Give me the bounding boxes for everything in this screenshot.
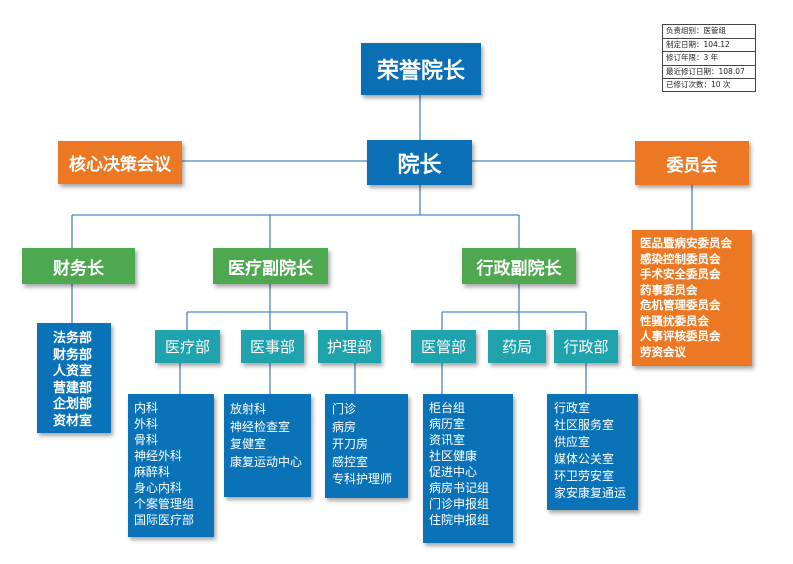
committee-item: 药事委员会 (640, 282, 698, 297)
medical-unit: 神经外科 (134, 449, 183, 463)
meta-revision-count: 已修订次数：10 次 (666, 80, 731, 90)
affairs-unit: 放射科 (230, 402, 267, 416)
committee-node: 委员会 (635, 141, 749, 185)
admin-unit: 家安康复通运 (554, 486, 627, 500)
medical-unit: 国际医疗部 (134, 513, 195, 527)
admin-unit: 供应室 (554, 435, 591, 449)
mgmt-unit: 资讯室 (429, 433, 466, 447)
nursing-unit: 专科护理师 (332, 472, 393, 486)
cfo-unit: 企划部 (53, 397, 93, 412)
medical-unit: 个案管理组 (134, 497, 195, 511)
cfo-unit: 营建部 (53, 380, 93, 396)
mgmt-unit: 住院申报组 (429, 513, 490, 527)
dept-affairs-node: 医事部 (241, 330, 304, 363)
core-council-node: 核心决策会议 (58, 141, 182, 184)
cfo-node: 财务长 (22, 248, 135, 284)
meta-revision-period: 修订年限：3 年 (663, 52, 755, 66)
nursing-unit: 门诊 (332, 402, 357, 416)
nursing-unit: 开刀房 (332, 437, 369, 451)
affairs-unit: 神经检查室 (230, 419, 291, 434)
medical-unit: 麻醉科 (134, 465, 171, 479)
nursing-unit: 感控室 (332, 454, 369, 469)
medical-units-list: 内科 外科 骨科 神经外科 麻醉科 身心内科 个案管理组 国际医疗部 (128, 394, 214, 537)
committee-item: 劳资会议 (640, 344, 686, 359)
affairs-unit: 复健室 (230, 437, 267, 451)
meta-owner: 负责组别：医管组 (663, 25, 755, 39)
committee-item: 手术安全委员会 (640, 267, 721, 281)
committee-item: 性骚扰委员会 (640, 313, 709, 328)
mgmt-units-list: 柜台组 病历室 资讯室 社区健康 促进中心 病房书记组 门诊申报组 住院申报组 (423, 394, 513, 543)
medical-unit: 外科 (134, 417, 159, 431)
mgmt-unit: 病房书记组 (429, 481, 490, 495)
dept-pharmacy-node: 药局 (488, 330, 546, 363)
admin-unit: 社区服务室 (554, 418, 615, 432)
revision-info-table: 负责组别：医管组 制定日期：104.12 修订年限：3 年 最近修订日期：108… (662, 24, 756, 92)
meta-last-revised: 最近修订日期：108.07 (663, 66, 755, 80)
committee-item: 危机管理委员会 (640, 298, 721, 312)
cfo-unit: 财务部 (53, 347, 93, 363)
cfo-unit: 法务部 (53, 331, 93, 346)
admin-unit: 环卫劳安室 (554, 469, 615, 483)
dept-medical-node: 医疗部 (155, 330, 220, 363)
mgmt-unit: 门诊申报组 (429, 497, 490, 511)
dept-mgmt-node: 医管部 (411, 330, 476, 363)
honorary-president-node: 荣誉院长 (361, 43, 481, 95)
committee-list: 医品暨病安委员会 感染控制委员会 手术安全委员会 药事委员会 危机管理委员会 性… (632, 230, 752, 366)
nursing-units-list: 门诊 病房 开刀房 感控室 专科护理师 (325, 394, 408, 498)
admin-unit: 行政室 (554, 401, 591, 415)
cfo-unit: 人资室 (53, 364, 93, 379)
meta-created: 制定日期：104.12 (663, 39, 755, 53)
affairs-units-list: 放射科 神经检查室 复健室 康复运动中心 (224, 394, 311, 497)
admin-units-list: 行政室 社区服务室 供应室 媒体公关室 环卫劳安室 家安康复通运 (547, 394, 638, 510)
mgmt-unit: 社区健康 促进中心 (429, 449, 478, 479)
dept-admin-node: 行政部 (554, 330, 618, 363)
committee-item: 人事评核委员会 (640, 329, 721, 343)
affairs-unit: 康复运动中心 (230, 454, 303, 469)
committee-item: 感染控制委员会 (640, 251, 721, 266)
vp-medical-node: 医疗副院长 (213, 248, 328, 284)
mgmt-unit: 病历室 (429, 417, 466, 431)
cfo-units-list: 法务部 财务部 人资室 营建部 企划部 资材室 (37, 323, 111, 433)
mgmt-unit: 柜台组 (429, 401, 466, 415)
admin-unit: 媒体公关室 (554, 452, 615, 466)
president-node: 院长 (367, 140, 472, 185)
medical-unit: 内科 (134, 401, 159, 415)
dept-nursing-node: 护理部 (318, 330, 381, 363)
medical-unit: 身心内科 (134, 481, 183, 495)
medical-unit: 骨科 (134, 433, 159, 447)
nursing-unit: 病房 (332, 419, 357, 434)
vp-admin-node: 行政副院长 (462, 248, 576, 284)
committee-item: 医品暨病安委员会 (640, 236, 732, 250)
cfo-unit: 资材室 (53, 413, 93, 429)
